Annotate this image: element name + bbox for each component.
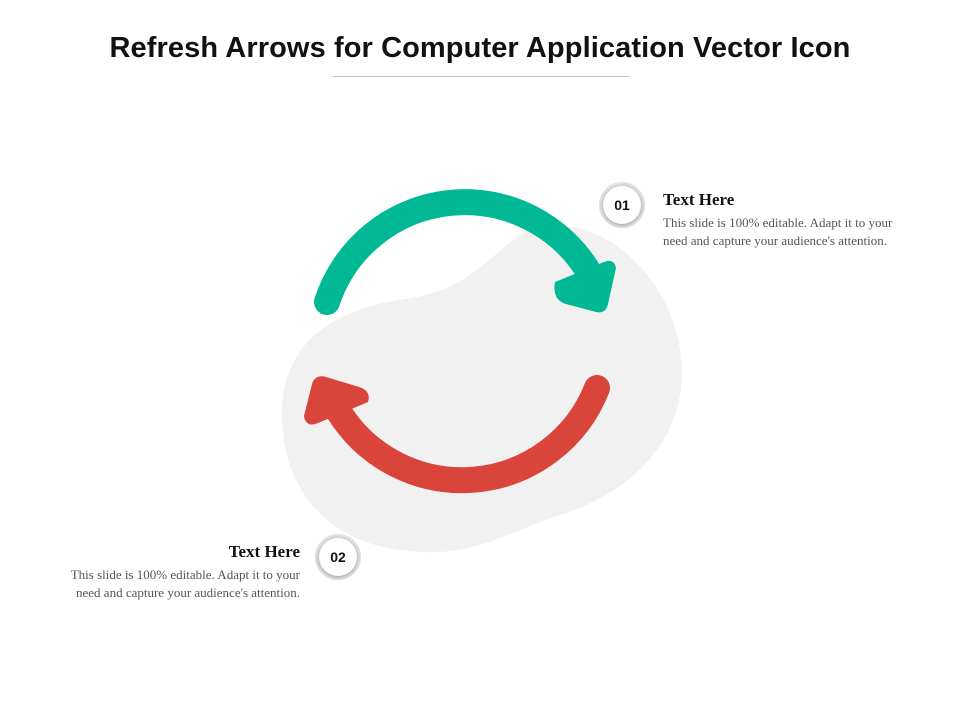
callout-01: Text Here This slide is 100% editable. A… — [663, 190, 903, 249]
callout-heading: Text Here — [228, 542, 300, 561]
callout-02: Text Here This slide is 100% editable. A… — [60, 542, 300, 601]
callout-body: This slide is 100% editable. Adapt it to… — [663, 215, 893, 248]
step-badge-01: 01 — [603, 186, 641, 224]
bottom-arrow-arc — [326, 375, 610, 494]
badge-ring-01 — [599, 182, 645, 228]
badge-ring-02 — [315, 534, 361, 580]
title-underline — [333, 76, 629, 77]
step-badge-02: 02 — [319, 538, 357, 576]
top-arrow-head — [554, 260, 616, 313]
bottom-arrow-head — [304, 376, 369, 425]
slide-title: Refresh Arrows for Computer Application … — [109, 32, 851, 64]
top-arrow-arc — [314, 189, 603, 315]
callout-body: This slide is 100% editable. Adapt it to… — [70, 567, 300, 600]
callout-heading: Text Here — [663, 190, 735, 209]
